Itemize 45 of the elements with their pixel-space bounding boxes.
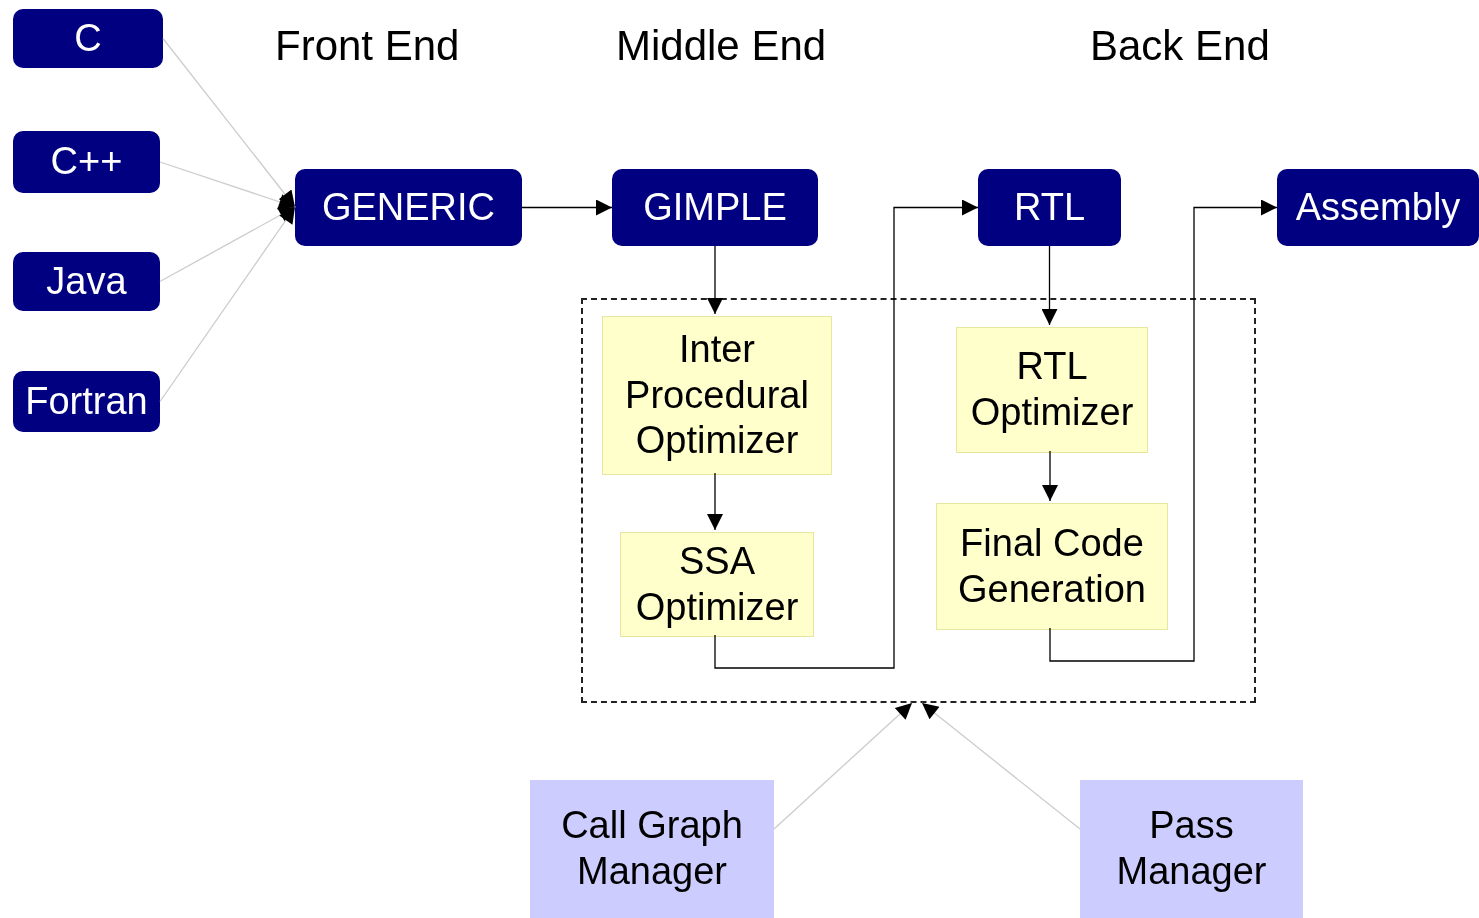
node-label: Fortran [25, 378, 148, 424]
arrow [521, 199, 613, 216]
representation-box [13, 252, 160, 311]
node-label: Assembly [1295, 184, 1461, 230]
optimizer-box [620, 532, 814, 637]
arrow [773, 702, 913, 830]
node-label: Java [46, 258, 127, 304]
arrow [1041, 245, 1058, 326]
stage-heading: Back End [1090, 22, 1270, 70]
arrow [707, 245, 723, 315]
arrow [159, 206, 296, 283]
arrow [921, 702, 1081, 830]
representation-box [295, 169, 522, 246]
optimizer-box [936, 503, 1168, 630]
arrow [159, 206, 296, 403]
arrow [707, 472, 723, 531]
arrow [714, 199, 979, 669]
stage-heading: Front End [275, 22, 460, 70]
representation-box [978, 169, 1121, 246]
representation-box [13, 131, 160, 193]
arrow [159, 161, 296, 210]
representation-box [612, 169, 818, 246]
node-label: Inter Procedural Optimizer [624, 327, 810, 464]
manager-box [1080, 780, 1303, 918]
node-label: Call Graph Manager [560, 803, 744, 894]
arrow [1042, 450, 1058, 502]
node-label: GIMPLE [643, 184, 787, 230]
dashed-group-box [581, 298, 1256, 703]
node-label: Final Code Generation [957, 520, 1147, 612]
node-label: C++ [50, 139, 123, 185]
node-label: RTL [1013, 184, 1086, 230]
arrow [1049, 199, 1278, 662]
node-label: GENERIC [321, 184, 496, 230]
arrow [162, 37, 296, 208]
stage-heading: Middle End [616, 22, 827, 70]
optimizer-box [602, 316, 832, 475]
optimizer-box [956, 327, 1148, 453]
node-label: SSA Optimizer [634, 538, 800, 630]
node-label: C [74, 15, 102, 61]
node-label: Pass Manager [1115, 803, 1268, 894]
node-label: RTL Optimizer [969, 344, 1135, 435]
manager-box [530, 780, 774, 918]
representation-box [13, 9, 163, 68]
representation-box [13, 371, 160, 432]
representation-box [1277, 169, 1479, 246]
